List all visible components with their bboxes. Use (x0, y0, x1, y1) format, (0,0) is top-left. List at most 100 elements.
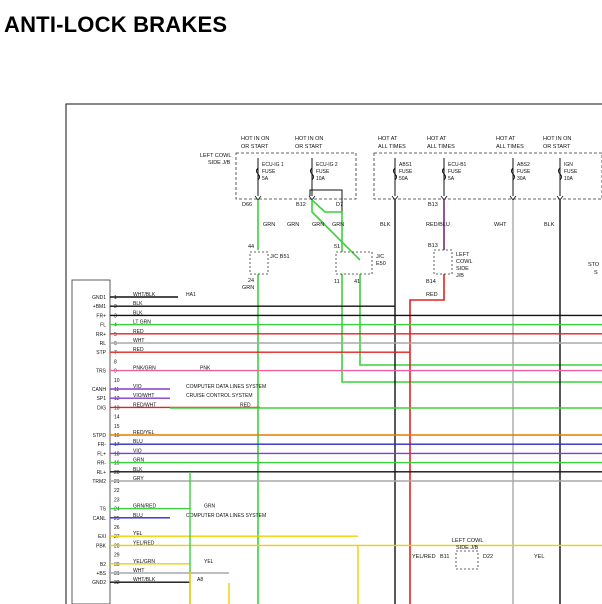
fuse-state-1: HOT IN ON (241, 136, 269, 142)
module-pin-label: D/G (97, 405, 106, 411)
module-pin-label: GND2 (92, 580, 106, 586)
wire-label-redblu: RED/BLU (426, 222, 450, 228)
row-wire-label: GRN (133, 458, 145, 464)
row-number: 1 (114, 295, 117, 301)
connector-icon (556, 195, 564, 201)
row-note: CRUISE CONTROL SYSTEM (186, 393, 253, 399)
fuse-pin: D66 (242, 202, 252, 208)
label-lc-2: COWL (456, 259, 473, 265)
row-number: 7 (114, 350, 117, 356)
row-wire-label: VIO/WHT (133, 393, 154, 399)
module-pin-label: PBK (96, 543, 107, 549)
fuse-type: FUSE (262, 169, 276, 175)
label-grn-jc: GRN (242, 285, 254, 291)
row-number: 21 (114, 479, 120, 485)
fuse-state-1: HOT AT (378, 136, 398, 142)
module-pin-label: RR- (97, 461, 106, 467)
row-wire-label: GRY (133, 476, 144, 482)
wire-grn-b12b (311, 200, 602, 366)
diagram-frame (65, 103, 602, 604)
fuse-type: FUSE (448, 169, 462, 175)
wire-label-grn-1: GRN (263, 222, 275, 228)
label-lc-bottom-1: LEFT COWL (452, 538, 483, 544)
row-number: 5 (114, 332, 117, 338)
label-pin44: 44 (248, 244, 254, 250)
row-note: COMPUTER DATA LINES SYSTEM (186, 384, 266, 390)
module-pin-label: TRS (96, 369, 107, 375)
connector-icon (440, 195, 448, 201)
fuse-state-2: ALL TIMES (427, 144, 455, 150)
row-wire-label: BLU (133, 513, 143, 519)
row-number: 15 (114, 424, 120, 430)
row-wire-label: WHT (133, 568, 144, 574)
fuse-name: ECU-IG 1 (262, 162, 284, 168)
label-lc-4: J/B (456, 273, 464, 279)
fuse-icon (256, 167, 260, 181)
fuse-block-label-2: SIDE J/B (208, 160, 231, 166)
fuse-icon (558, 167, 562, 181)
fuse-rating: 50A (399, 176, 409, 182)
row-number: 19 (114, 461, 120, 467)
fuse-name: ECU-B1 (448, 162, 467, 168)
label-lc-3: SIDE (456, 266, 469, 272)
label-jc-e50-1: J/C (376, 254, 384, 260)
fuse-state-1: HOT IN ON (295, 136, 323, 142)
module-pin-label: GND1 (92, 295, 106, 301)
abs-module (71, 279, 111, 604)
row-note: COMPUTER DATA LINES SYSTEM (186, 513, 266, 519)
fuse-name: ABS2 (517, 162, 530, 168)
row-number: 16 (114, 433, 120, 439)
wire-label-blk-1: BLK (380, 222, 391, 228)
module-pin-label: +BS (96, 571, 106, 577)
row-number: 4 (114, 323, 117, 329)
module-pin-label: TS (100, 507, 107, 513)
row-number: 11 (114, 387, 119, 393)
fuse-box-left (235, 152, 357, 200)
label-pin41: 41 (354, 279, 360, 285)
row-number: 23 (114, 497, 120, 503)
row-number: 13 (114, 405, 120, 411)
wire-label-grn-4: GRN (332, 222, 344, 228)
module-pin-label: STP (96, 350, 106, 356)
fuse-name: IGN (564, 162, 573, 168)
fuse-icon (442, 167, 446, 181)
row-number: 24 (114, 507, 120, 513)
label-lc-1: LEFT (456, 252, 470, 258)
wire-label-wht: WHT (494, 222, 507, 228)
row-number: 12 (114, 396, 120, 402)
wire-label-blk-2: BLK (544, 222, 555, 228)
fuse-pin: B13 (428, 202, 438, 208)
row-wire-label: YEL (133, 531, 143, 537)
row-wire-label: YEL/RED (133, 540, 155, 546)
left-cowl-jb (433, 249, 453, 275)
row-number: 9 (114, 369, 117, 375)
row-number: 26 (114, 525, 120, 531)
row-number: 2 (114, 304, 117, 310)
row-wire-label: RED (133, 347, 144, 353)
row-wire-label: WHT (133, 338, 144, 344)
row-number: 25 (114, 516, 120, 522)
label-yel: YEL (534, 554, 544, 560)
module-pin-label: RL (100, 341, 107, 347)
left-cowl-jb-bottom (455, 550, 479, 570)
fuse-state-1: HOT IN ON (543, 136, 571, 142)
fuse-block-label-1: LEFT COWL (200, 153, 231, 159)
label-pin11: 11 (334, 279, 340, 285)
module-pin-label: RR+ (96, 332, 106, 338)
row-note: YEL (204, 559, 214, 565)
fuse-name: ABS1 (399, 162, 412, 168)
fuse-rating: 10A (564, 176, 574, 182)
fuse-state-2: ALL TIMES (496, 144, 524, 150)
label-b11: B11 (440, 554, 449, 560)
label-red: RED (426, 292, 438, 298)
fuse-box-right (373, 152, 602, 200)
fuse-rating: 30A (517, 176, 527, 182)
row-number: 31 (114, 571, 120, 577)
row-wire-label: VIO (133, 448, 142, 454)
fuse-type: FUSE (316, 169, 330, 175)
fuse-icon (310, 167, 314, 181)
row-number: 14 (114, 415, 120, 421)
label-jc-b51: J/C B51 (270, 254, 290, 260)
row-note: PNK (200, 366, 211, 372)
